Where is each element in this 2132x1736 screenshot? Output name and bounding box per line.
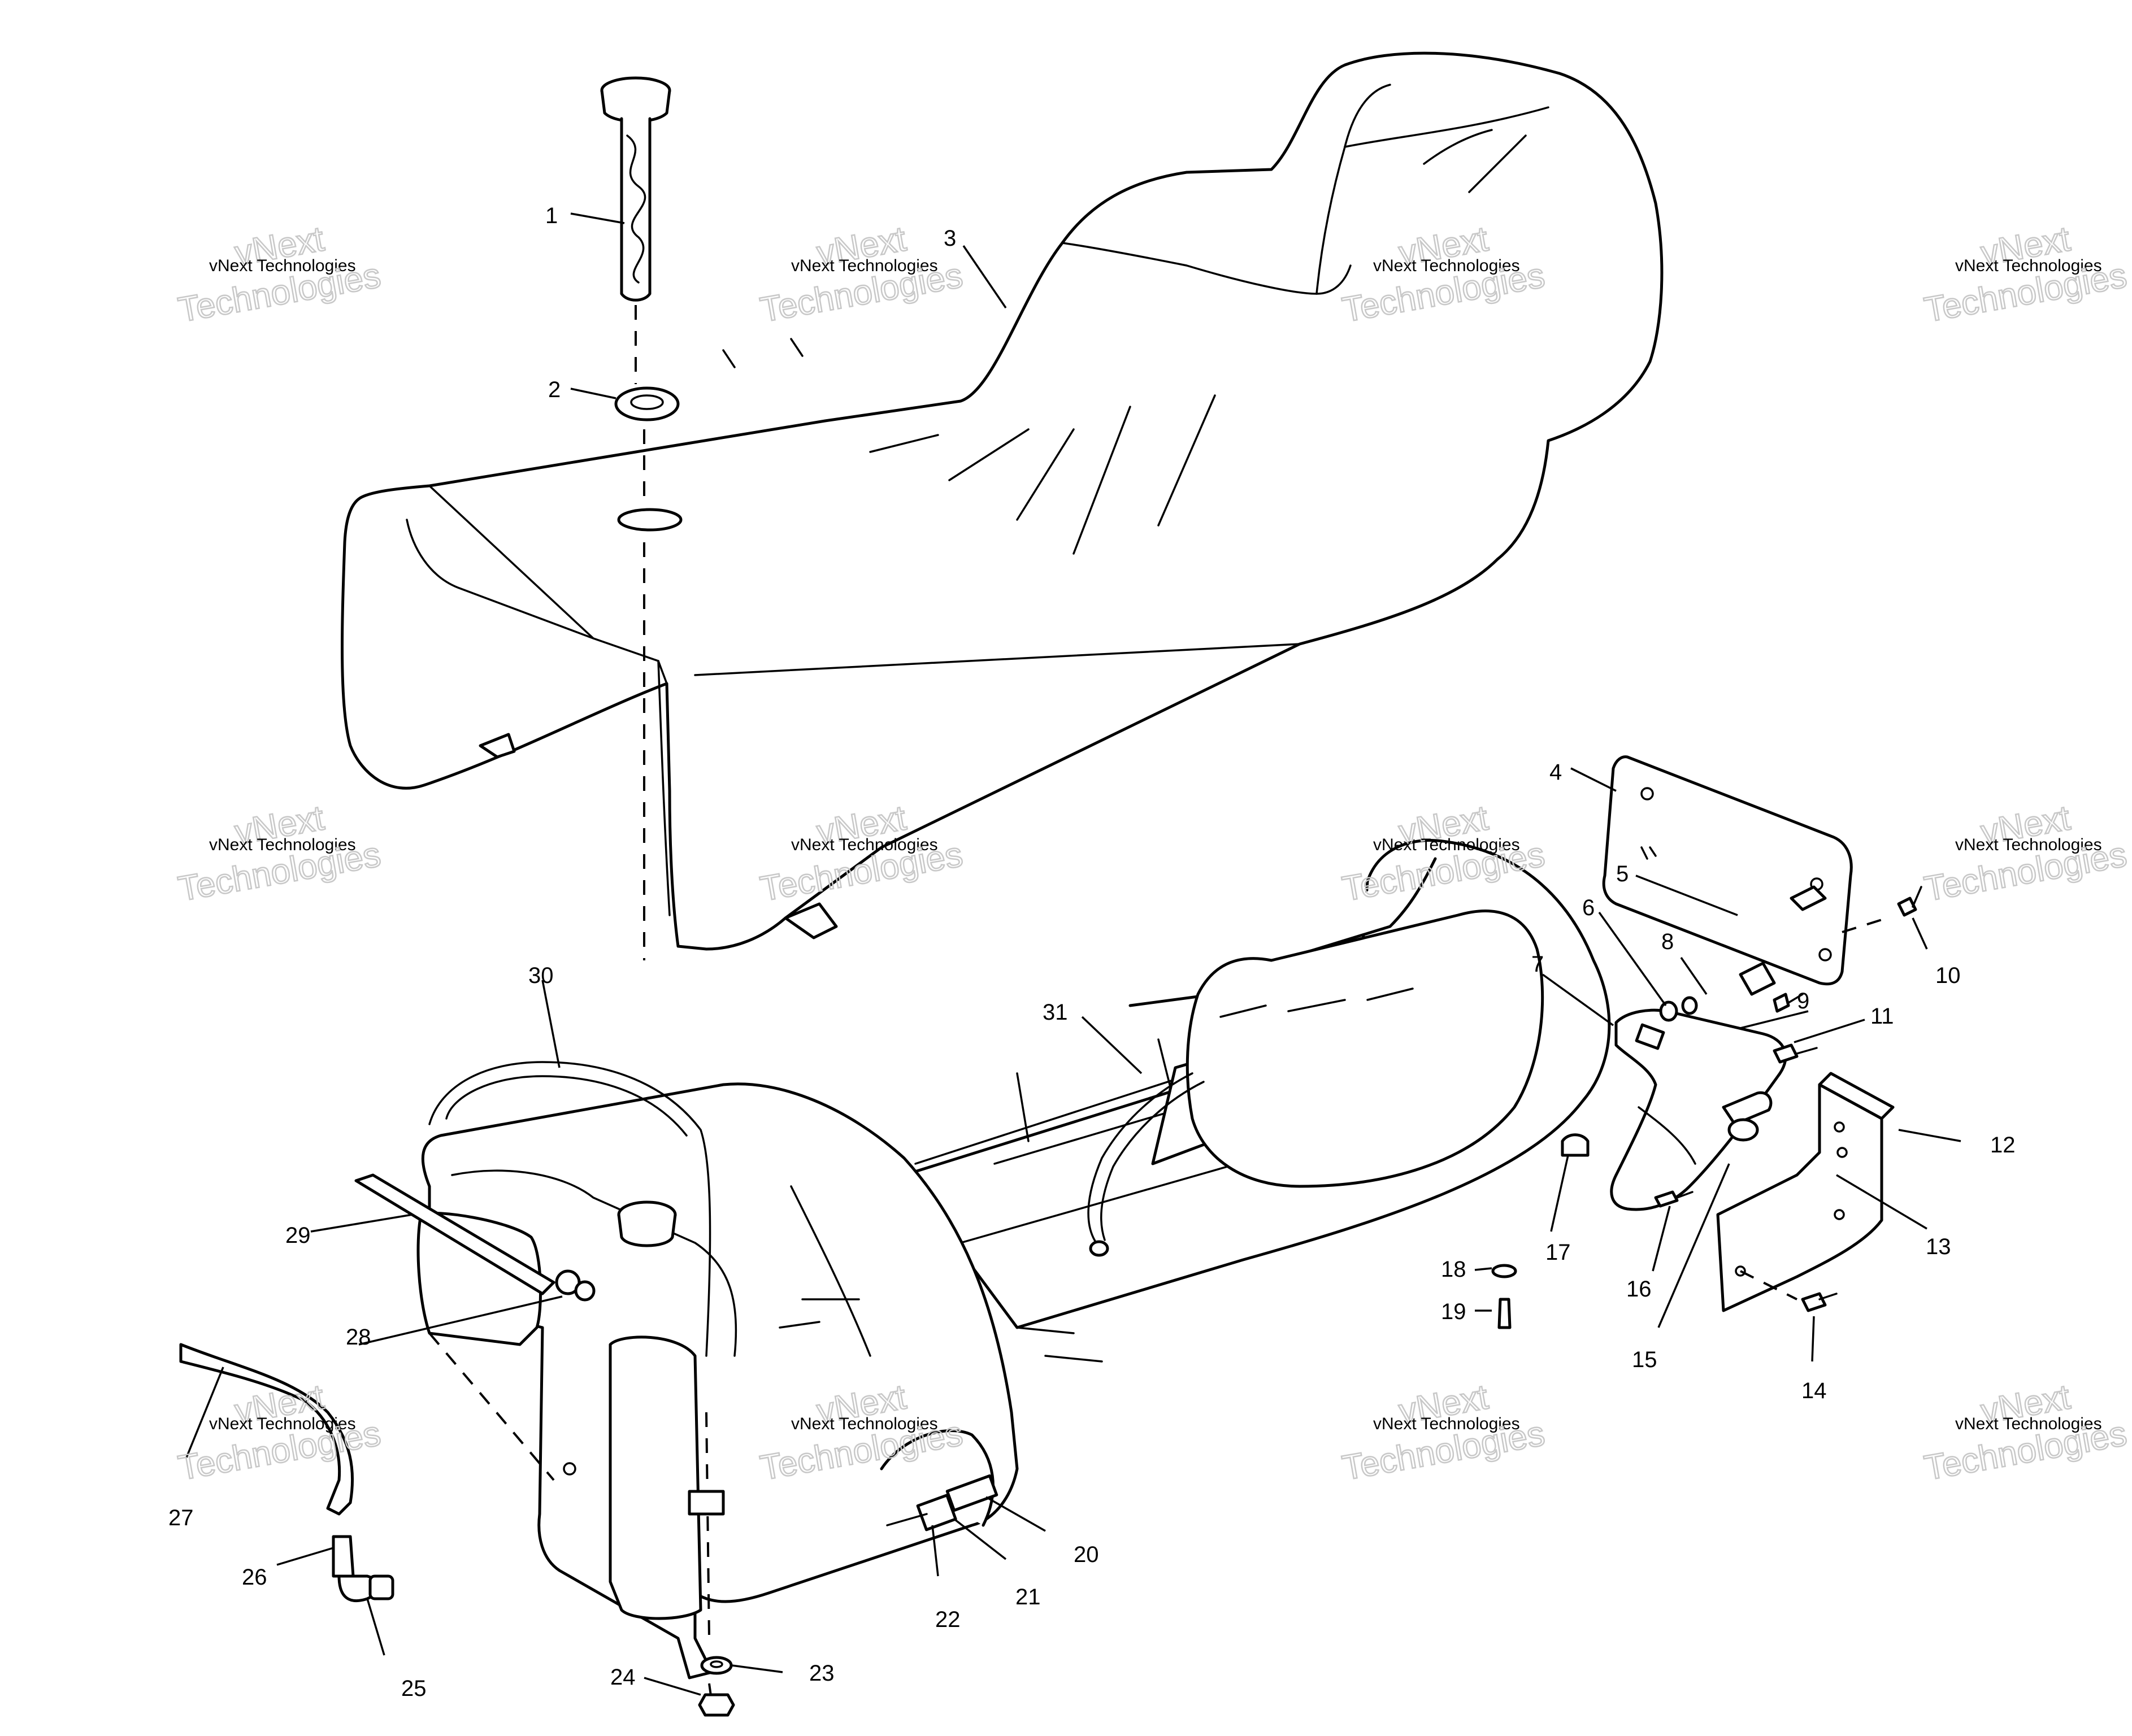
cable [1087, 1072, 1205, 1257]
grommet [614, 386, 680, 497]
watermark-line: vNext Technologies [791, 836, 938, 854]
watermark-line: vNext Technologies [209, 836, 356, 854]
small-fasteners [1491, 885, 1922, 1329]
callout-12: 12 [1990, 1133, 2016, 1158]
mounting-bracket [1716, 1072, 1895, 1312]
callout-18: 18 [1441, 1257, 1466, 1282]
callout-20: 20 [1074, 1542, 1099, 1567]
watermark-line: vNext Technologies [1373, 1415, 1520, 1433]
callout-14: 14 [1801, 1378, 1827, 1403]
callout-19: 19 [1441, 1299, 1466, 1324]
callout-24: 24 [610, 1665, 636, 1690]
callout-31: 31 [1043, 1000, 1068, 1025]
watermark-line: vNext Technologies [1373, 836, 1520, 854]
watermark-line: vNext Technologies [791, 1415, 938, 1433]
watermark-line: vNext Technologies [209, 1415, 356, 1433]
watermark: vNext vNext Technologies Technologies [1921, 798, 2130, 910]
callout-8: 8 [1661, 929, 1674, 954]
tank-filler-cap [617, 1200, 677, 1247]
callout-22: 22 [935, 1607, 961, 1632]
watermark-line: vNext Technologies [791, 256, 938, 275]
watermark-line: vNext Technologies [1955, 256, 2102, 275]
callout-13: 13 [1926, 1234, 1951, 1259]
callout-29: 29 [285, 1223, 311, 1248]
bottom-fasteners [698, 1656, 735, 1717]
watermark: vNext vNext Technologies Technologies [757, 1377, 966, 1489]
callout-6: 6 [1582, 895, 1595, 920]
watermark-line: vNext Technologies [1373, 256, 1520, 275]
callout-21: 21 [1015, 1585, 1041, 1609]
callout-11: 11 [1870, 1004, 1894, 1029]
callout-7: 7 [1531, 952, 1544, 977]
callout-16: 16 [1626, 1277, 1652, 1302]
callout-9: 9 [1797, 989, 1809, 1013]
callout-2: 2 [548, 377, 561, 402]
oil-tank [416, 1082, 1103, 1712]
seat [341, 51, 1664, 951]
callout-25: 25 [401, 1676, 427, 1701]
watermark-line: vNext Technologies [1955, 836, 2102, 854]
drain-fitting [886, 1474, 998, 1531]
callout-28: 28 [346, 1325, 371, 1350]
tank-strap [428, 1061, 725, 1516]
callout-5: 5 [1616, 862, 1629, 886]
breather-tube [354, 1173, 596, 1302]
callouts: 1 2 3 4 5 6 7 8 9 10 11 12 13 14 15 16 1… [168, 203, 2016, 1701]
callout-23: 23 [809, 1661, 835, 1686]
oil-line [179, 1343, 394, 1603]
watermark: vNext vNext Technologies Technologies [757, 219, 966, 330]
filler-neck [600, 76, 671, 384]
watermark: vNext vNext Technologies Technologies [1339, 1377, 1548, 1489]
watermark-line: vNext Technologies [209, 256, 356, 275]
callout-3: 3 [944, 226, 956, 251]
watermark: vNext vNext Technologies Technologies [175, 798, 384, 910]
callout-15: 15 [1632, 1347, 1657, 1372]
callout-27: 27 [168, 1506, 194, 1530]
rear-cushion [1186, 910, 1544, 1188]
watermark: vNext vNext Technologies Technologies [1921, 219, 2130, 330]
callout-1: 1 [545, 203, 558, 228]
callout-17: 17 [1545, 1240, 1571, 1265]
callout-10: 10 [1935, 963, 1961, 988]
watermark: vNext vNext Technologies Technologies [175, 219, 384, 330]
watermark: vNext vNext Technologies Technologies [1921, 1377, 2130, 1489]
callout-26: 26 [242, 1565, 267, 1590]
watermark-line: vNext Technologies [1955, 1415, 2102, 1433]
leader-lines [185, 212, 1961, 1696]
license-plate [1602, 755, 1853, 986]
callout-30: 30 [528, 963, 554, 988]
callout-4: 4 [1549, 760, 1562, 785]
